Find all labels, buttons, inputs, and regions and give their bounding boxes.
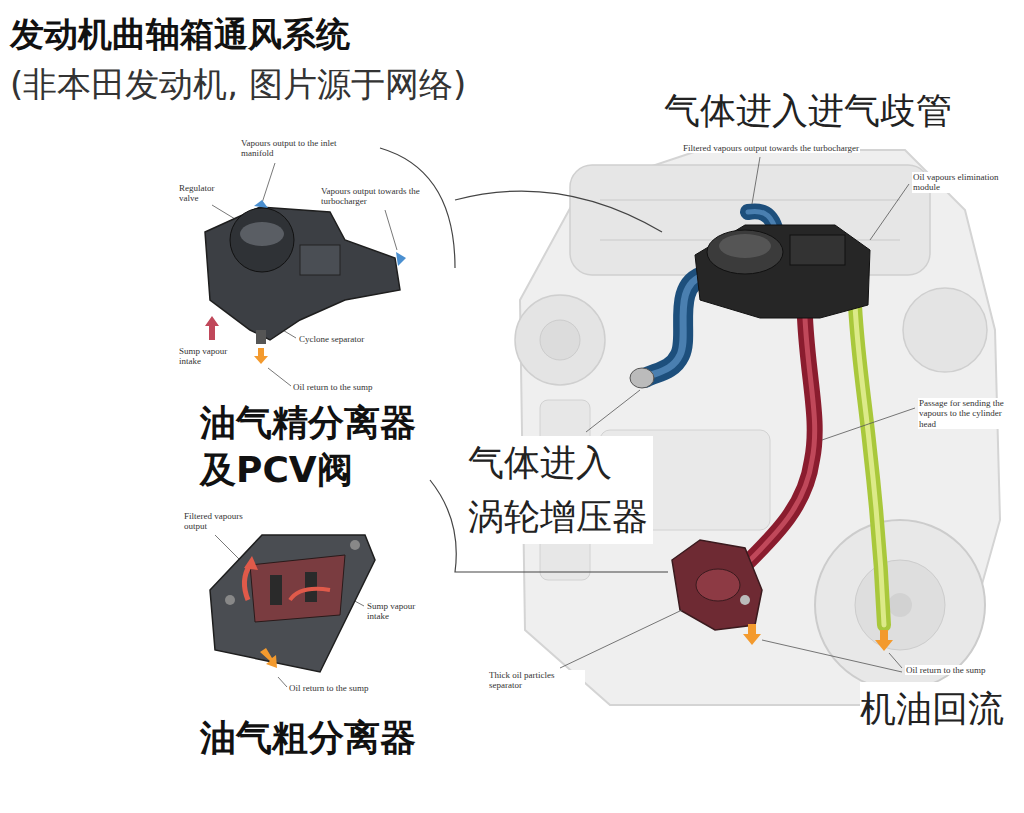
flow-label: 气体进入进气歧管 — [664, 84, 952, 138]
oil-return-arrow — [875, 630, 893, 651]
callout-bracket — [380, 148, 668, 572]
coarse-separator-part — [210, 535, 375, 672]
fine-separator-part — [230, 208, 294, 272]
fine-separator-part — [205, 316, 219, 340]
engine-ghost — [540, 320, 580, 360]
vapour-passage — [735, 318, 815, 575]
oil-return-arrow — [743, 624, 893, 651]
coarse-separator-part — [250, 555, 345, 622]
fine-separator-part — [396, 252, 406, 266]
oil-return-arrow — [743, 624, 761, 645]
leader-line — [762, 640, 902, 672]
oil-vapour-module — [695, 225, 870, 318]
coarse-separator-part — [290, 589, 330, 600]
part-label: Sump vapour intake — [178, 346, 230, 367]
coarse-separator-in-engine — [740, 595, 750, 605]
coarse-separator-part — [244, 565, 250, 600]
flow-label: 机油回流 — [860, 682, 1004, 736]
engine-ghost — [903, 288, 987, 372]
oil-return-passage — [855, 305, 884, 625]
leader-line — [870, 184, 909, 240]
part-label: Oil return to the sump — [905, 665, 987, 675]
coarse-separator-in-engine — [672, 540, 762, 630]
engine-ghost — [855, 560, 945, 650]
component-inset: 油气粗分离器 — [195, 505, 445, 766]
part-label: Oil vapours elimination module — [912, 172, 1009, 193]
component-heading: 油气粗分离器 — [200, 715, 423, 762]
leader-line — [586, 390, 640, 432]
component-heading: 油气精分离器 及PCV阀 — [200, 400, 423, 494]
coarse-separator-part — [270, 575, 282, 605]
fine-separator-part — [300, 245, 340, 275]
vapour-passage — [735, 318, 815, 575]
part-label: Vapours output towards the turbocharger — [320, 186, 422, 207]
fine-separator-part — [256, 330, 266, 344]
engine-ghost — [570, 165, 930, 275]
subtitle-note: (非本田发动机, 图片源于网络) — [10, 62, 466, 106]
leader-line — [560, 610, 682, 668]
coarse-separator-part — [244, 556, 258, 570]
leader-line — [262, 163, 275, 203]
fine-separator-part — [254, 200, 268, 208]
vapour-hose — [630, 368, 654, 388]
fine-separator-part — [240, 222, 284, 246]
vapour-hose — [645, 275, 705, 378]
coarse-separator-part — [350, 540, 360, 550]
fine-separator-part — [254, 348, 268, 364]
callout-bracket — [380, 148, 455, 268]
coarse-separator-part — [260, 648, 277, 668]
engine-ghost — [888, 593, 912, 617]
leader-line — [822, 408, 915, 440]
engine-ghost — [600, 199, 900, 201]
part-label: Oil return to the sump — [292, 382, 374, 392]
coarse-separator-in-engine — [672, 540, 762, 630]
oil-vapour-module — [719, 234, 771, 258]
leader-line — [385, 210, 397, 250]
coarse-separator-in-engine — [696, 569, 740, 601]
leader-line — [752, 157, 760, 204]
part-label: Filtered vapours output towards the turb… — [682, 143, 860, 153]
part-label: Vapours output to the inlet manifold — [240, 138, 347, 159]
oil-return-passage — [855, 305, 884, 625]
leader-line — [268, 368, 291, 386]
vapour-hose — [645, 275, 705, 378]
part-label: Oil return to the sump — [288, 683, 370, 693]
part-label: Cyclone separator — [298, 334, 365, 344]
oil-vapour-module — [707, 230, 783, 274]
coarse-separator-part — [225, 595, 235, 605]
oil-return-passage — [855, 305, 884, 625]
part-label: Thick oil particles separator — [488, 670, 585, 691]
part-label: Filtered vapours output — [183, 511, 265, 532]
page-title: 发动机曲轴箱通风系统 — [10, 12, 350, 56]
oil-vapour-module — [790, 235, 845, 265]
vapour-passage — [735, 318, 815, 575]
leader-line — [215, 535, 240, 560]
engine-ghost — [515, 295, 605, 385]
fine-separator-part — [205, 207, 400, 340]
coarse-separator-part — [210, 535, 375, 672]
part-label: Passage for sending the vapours to the c… — [918, 398, 1015, 429]
leader-line — [889, 653, 902, 668]
callout-bracket — [455, 191, 662, 232]
fine-separator-part — [205, 200, 406, 364]
flow-label: 气体进入 涡轮增压器 — [468, 436, 653, 544]
component-inset: 油气精分离器 及PCV阀 — [195, 130, 445, 498]
part-label: Regulator valve — [178, 183, 225, 204]
oil-vapour-module — [695, 225, 870, 318]
part-label: Sump vapour intake — [366, 601, 423, 622]
leader-line — [278, 677, 287, 687]
